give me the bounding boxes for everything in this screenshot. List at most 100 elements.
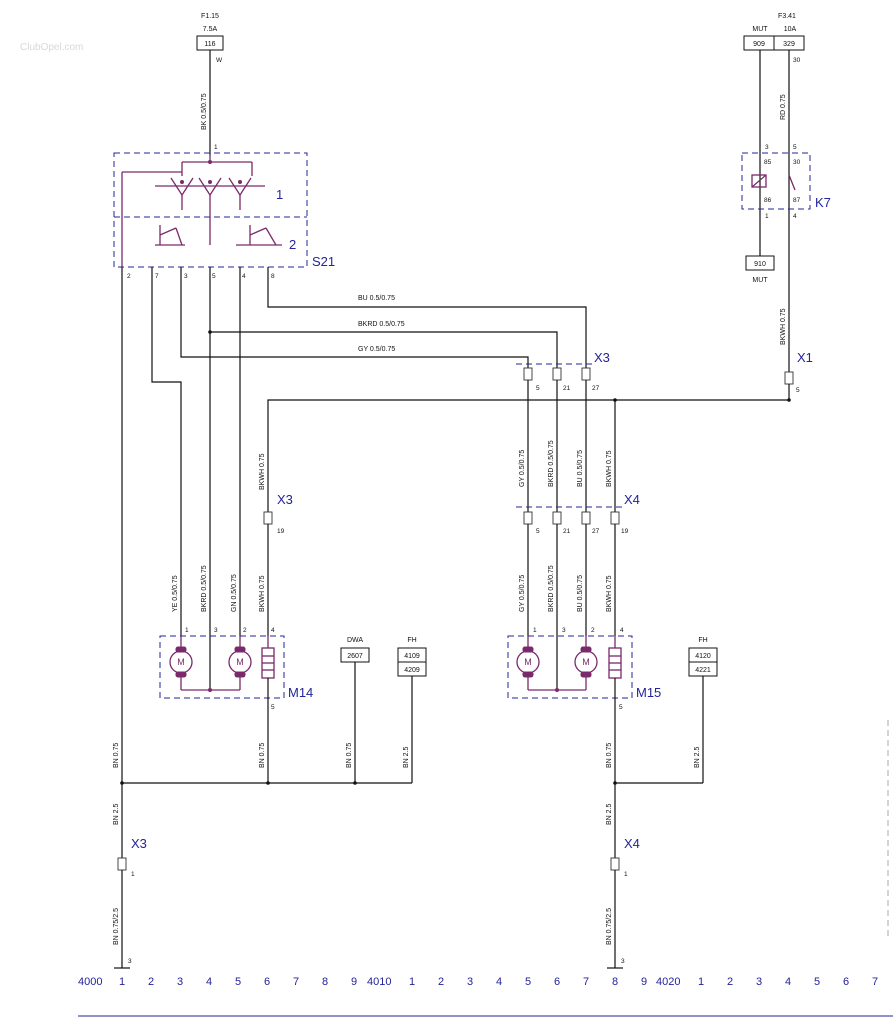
- m15-pin: 2: [591, 627, 595, 634]
- fuse-f2-name: F3.41: [778, 13, 796, 20]
- ruler-tick: 5: [525, 976, 531, 988]
- motor-assembly-m14: 1 3 2 4 M M M14 5: [159, 627, 313, 711]
- ruler-tick: 2: [727, 976, 733, 988]
- fuse-f2: F3.41 MUT 10A 909 329 30: [743, 13, 805, 64]
- ruler-tick: 3: [756, 976, 762, 988]
- m15-motor-label: M: [524, 657, 532, 667]
- wire-label: BN 0.75: [113, 743, 120, 768]
- wire-label: GY 0.5/0.75: [519, 450, 526, 487]
- ruler-tick: 3: [467, 976, 473, 988]
- ruler-tick: 8: [322, 976, 328, 988]
- fh1-box-top: 4109: [404, 653, 420, 660]
- connector-x4-mid: X4 5 21 27 19: [516, 492, 640, 535]
- k7-p4: 4: [793, 213, 797, 220]
- x4-mid-name: X4: [624, 492, 640, 507]
- k7-p1: 1: [765, 213, 769, 220]
- wire-label: BN 0.75/2.5: [113, 908, 120, 945]
- ruler-tick: 7: [583, 976, 589, 988]
- ruler-tick: 1: [119, 976, 125, 988]
- x1-pin: 5: [796, 387, 800, 394]
- wire-label: BN 2.5: [113, 803, 120, 825]
- switch-s21: 1 2 S21: [113, 152, 335, 269]
- ruler-tick: 4: [496, 976, 502, 988]
- s21-pin: 7: [155, 273, 159, 280]
- ground-pin-right: 3: [621, 958, 625, 965]
- wire-label: BKWH 0.75: [259, 453, 266, 490]
- x4-mid-pin: 19: [621, 528, 629, 535]
- ruler-tick: 7: [293, 976, 299, 988]
- x3-bottom-pin: 1: [131, 871, 135, 878]
- s21-pin: 5: [212, 273, 216, 280]
- wire-label: BKWH 0.75: [606, 575, 613, 612]
- s21-sub2: 2: [289, 237, 296, 252]
- ruler-group-4020: 4020: [656, 976, 680, 988]
- wire-label: YE 0.5/0.75: [172, 575, 179, 612]
- s21-name: S21: [312, 254, 335, 269]
- s21-pin: 8: [271, 273, 275, 280]
- fh1-label: FH: [407, 637, 416, 644]
- ground-pin-left: 3: [128, 958, 132, 965]
- ruler-group-4010: 4010: [367, 976, 391, 988]
- x3-top-pin: 27: [592, 385, 600, 392]
- motor-assembly-m15: 1 3 2 4 M M M15 5: [507, 627, 661, 711]
- ruler-tick: 8: [612, 976, 618, 988]
- ruler-tick: 7: [872, 976, 878, 988]
- x3-left-name: X3: [277, 492, 293, 507]
- k7-ground-label: MUT: [752, 277, 768, 284]
- wire-label: BU 0.5/0.75: [358, 295, 395, 302]
- fh1-box-bot: 4209: [404, 667, 420, 674]
- wire-label: BN 2.5: [403, 746, 410, 768]
- k7-p3: 3: [765, 144, 769, 151]
- x3-bottom-name: X3: [131, 836, 147, 851]
- watermark: ClubOpel.com: [20, 42, 83, 53]
- wire-label: BKWH 0.75: [606, 450, 613, 487]
- wire-label: BN 0.75: [606, 743, 613, 768]
- ruler-tick: 6: [554, 976, 560, 988]
- fuse-f1: F1.15 7.5A 116 W: [196, 13, 224, 64]
- wire-label: BKRD 0.5/0.75: [201, 565, 208, 612]
- ruler-tick: 5: [235, 976, 241, 988]
- wire-label: BKRD 0.5/0.75: [358, 321, 405, 328]
- fuse-f2-mut: MUT: [752, 26, 768, 33]
- wire-label: BN 0.75/2.5: [606, 908, 613, 945]
- ruler-tick: 6: [264, 976, 270, 988]
- wire-label: BN 0.75: [259, 743, 266, 768]
- ruler-tick: 6: [843, 976, 849, 988]
- x3-top-pin: 5: [536, 385, 540, 392]
- x1-name: X1: [797, 350, 813, 365]
- fuse-f1-pin: W: [216, 57, 223, 64]
- k7-p5: 5: [793, 144, 797, 151]
- x3-top-name: X3: [594, 350, 610, 365]
- m14-motor-label: M: [236, 657, 244, 667]
- ruler-tick: 5: [814, 976, 820, 988]
- x4-mid-pin: 21: [563, 528, 571, 535]
- fuse-f1-box-label: 116: [204, 41, 215, 48]
- wire-label: BKWH 0.75: [259, 575, 266, 612]
- m15-pin: 1: [533, 627, 537, 634]
- fuse-f1-rating: 7.5A: [203, 26, 218, 33]
- ruler-tick: 4: [206, 976, 212, 988]
- fh2-label: FH: [698, 637, 707, 644]
- s21-pin: 2: [127, 273, 131, 280]
- ruler-tick: 1: [698, 976, 704, 988]
- wire-label: BKWH 0.75: [780, 308, 787, 345]
- fh2-box-top: 4120: [695, 653, 711, 660]
- wire-label: BKRD 0.5/0.75: [548, 565, 555, 612]
- k7-85: 85: [764, 159, 772, 166]
- x3-left-pin: 19: [277, 528, 285, 535]
- m14-pin: 2: [243, 627, 247, 634]
- ruler-group-4000: 4000: [78, 976, 102, 988]
- k7-name: K7: [815, 195, 831, 210]
- m15-pin-bottom: 5: [619, 704, 623, 711]
- m14-pin-bottom: 5: [271, 704, 275, 711]
- k7-30: 30: [793, 159, 801, 166]
- wire-label: RD 0.75: [780, 94, 787, 120]
- ref-fh1: FH 4109 4209: [397, 637, 427, 677]
- fuse-f2-pin: 30: [793, 57, 801, 64]
- x4-bottom-name: X4: [624, 836, 640, 851]
- dwa-box: 2607: [347, 653, 363, 660]
- fuse-f1-name: F1.15: [201, 13, 219, 20]
- wire-label: BK 0.5/0.75: [201, 93, 208, 130]
- s21-pin: 4: [242, 273, 246, 280]
